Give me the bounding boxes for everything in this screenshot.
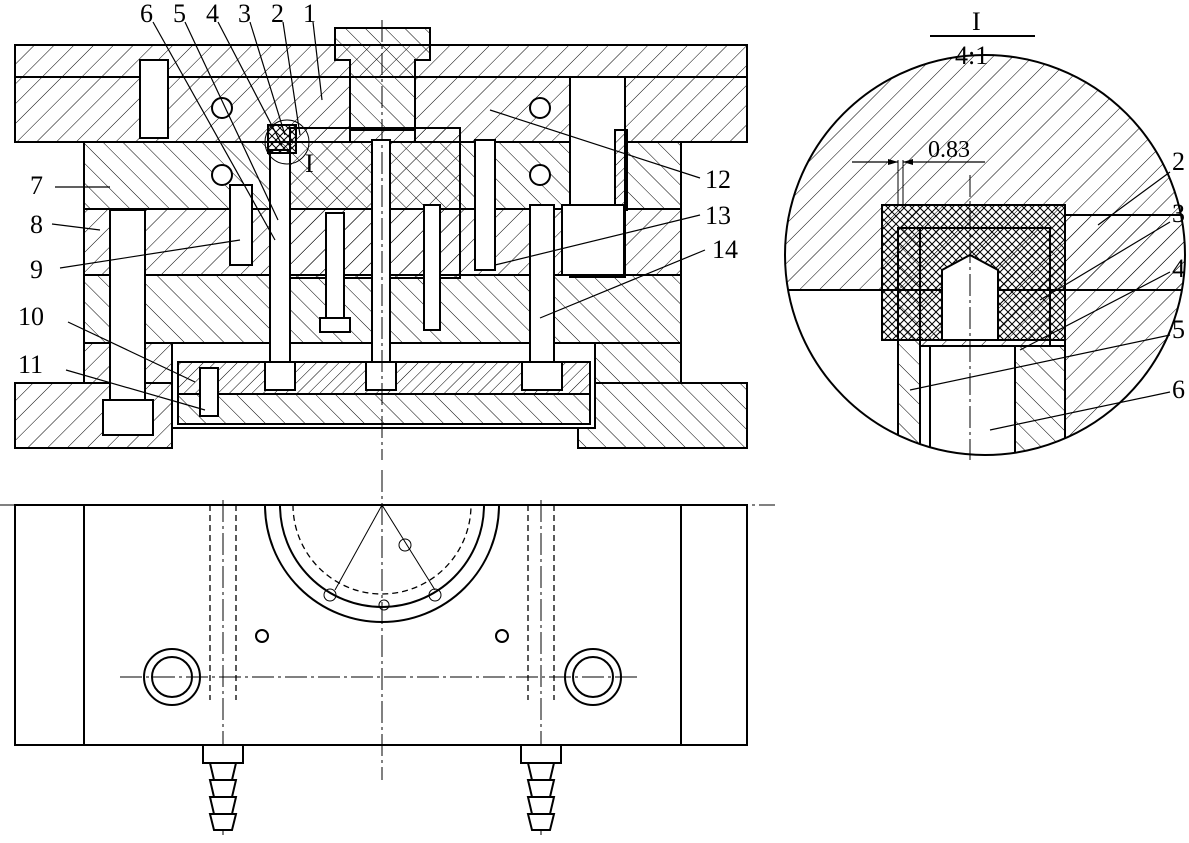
plan-hole-1: [323, 588, 337, 602]
cooling-channel-1: [211, 97, 233, 119]
core-screw-1-head: [319, 317, 351, 333]
core-screw-2: [423, 204, 441, 331]
detail-view-I: I 4:1 0.83 2 3: [784, 7, 1186, 460]
callout-2: 2: [271, 0, 284, 28]
callout-14: 14: [712, 235, 738, 264]
callout-leaders: [51, 21, 706, 411]
callout-4: 4: [206, 0, 219, 28]
water-nozzle-left: [202, 744, 244, 831]
water-nozzle-right: [520, 744, 562, 831]
cooling-channel-3: [211, 164, 233, 186]
guide-hole-right: [564, 648, 622, 706]
cooling-channel-2: [529, 97, 551, 119]
callout-6: 6: [140, 0, 153, 28]
section-view: 6 5 4 3 2 1 I 7 8 9 10 11 12 13 14: [14, 0, 748, 460]
plan-outline: [14, 504, 748, 746]
section-circle-I: [264, 119, 310, 165]
pin-head-1: [264, 361, 296, 391]
detail-callout-4: 4: [1172, 254, 1185, 283]
screw-9: [229, 184, 253, 266]
section-label-I: I: [305, 149, 314, 178]
callout-9: 9: [30, 255, 43, 284]
pin-head-2: [365, 361, 397, 391]
callout-12: 12: [705, 165, 731, 194]
detail-sleeve-4: [897, 227, 921, 455]
ejector-pin-3: [474, 139, 496, 271]
callout-10: 10: [18, 302, 44, 331]
pin-hole-right: [495, 629, 509, 643]
detail-boundary: [784, 54, 1186, 456]
core-screw-1: [325, 212, 345, 324]
bottom-clamp-right: [577, 382, 748, 449]
detail-sleeve-6: [1014, 345, 1066, 455]
detail-plate-2: [1064, 214, 1185, 455]
molded-part-outline: [264, 504, 500, 623]
return-pin: [529, 204, 555, 363]
plan-view: [0, 470, 775, 835]
cooling-channel-4: [529, 164, 551, 186]
screw-long-left: [109, 209, 146, 436]
insert-2: [267, 124, 297, 154]
ejector-pin-2: [371, 139, 391, 363]
screw-head-left: [102, 399, 154, 436]
detail-callout-6: 6: [1172, 375, 1185, 404]
detail-callout-3: 3: [1172, 199, 1185, 228]
guide-pin: [561, 204, 625, 276]
screw-11: [199, 367, 219, 417]
plan-hole-3: [378, 599, 390, 611]
screw-top-left: [139, 59, 169, 139]
callout-7: 7: [30, 171, 43, 200]
pin-hole-left: [255, 629, 269, 643]
detail-callout-5: 5: [1172, 315, 1185, 344]
detail-title: I: [972, 7, 981, 36]
detail-pin-5: [929, 345, 1016, 455]
spacer-block-right: [594, 342, 682, 384]
detail-dimension: 0.83: [928, 137, 970, 163]
ejector-pin-1: [269, 149, 291, 363]
callout-8: 8: [30, 210, 43, 239]
callout-13: 13: [705, 201, 731, 230]
plan-hole-2: [428, 588, 442, 602]
guide-bushing-head: [614, 129, 628, 211]
plan-hole-4: [398, 538, 412, 552]
ejector-plate: [177, 393, 591, 425]
detail-callout-2: 2: [1172, 147, 1185, 176]
callout-3: 3: [238, 0, 251, 28]
callout-1: 1: [303, 0, 316, 28]
callout-11: 11: [18, 350, 43, 379]
pin-head-3: [521, 361, 563, 391]
callout-5: 5: [173, 0, 186, 28]
guide-hole-left: [143, 648, 201, 706]
